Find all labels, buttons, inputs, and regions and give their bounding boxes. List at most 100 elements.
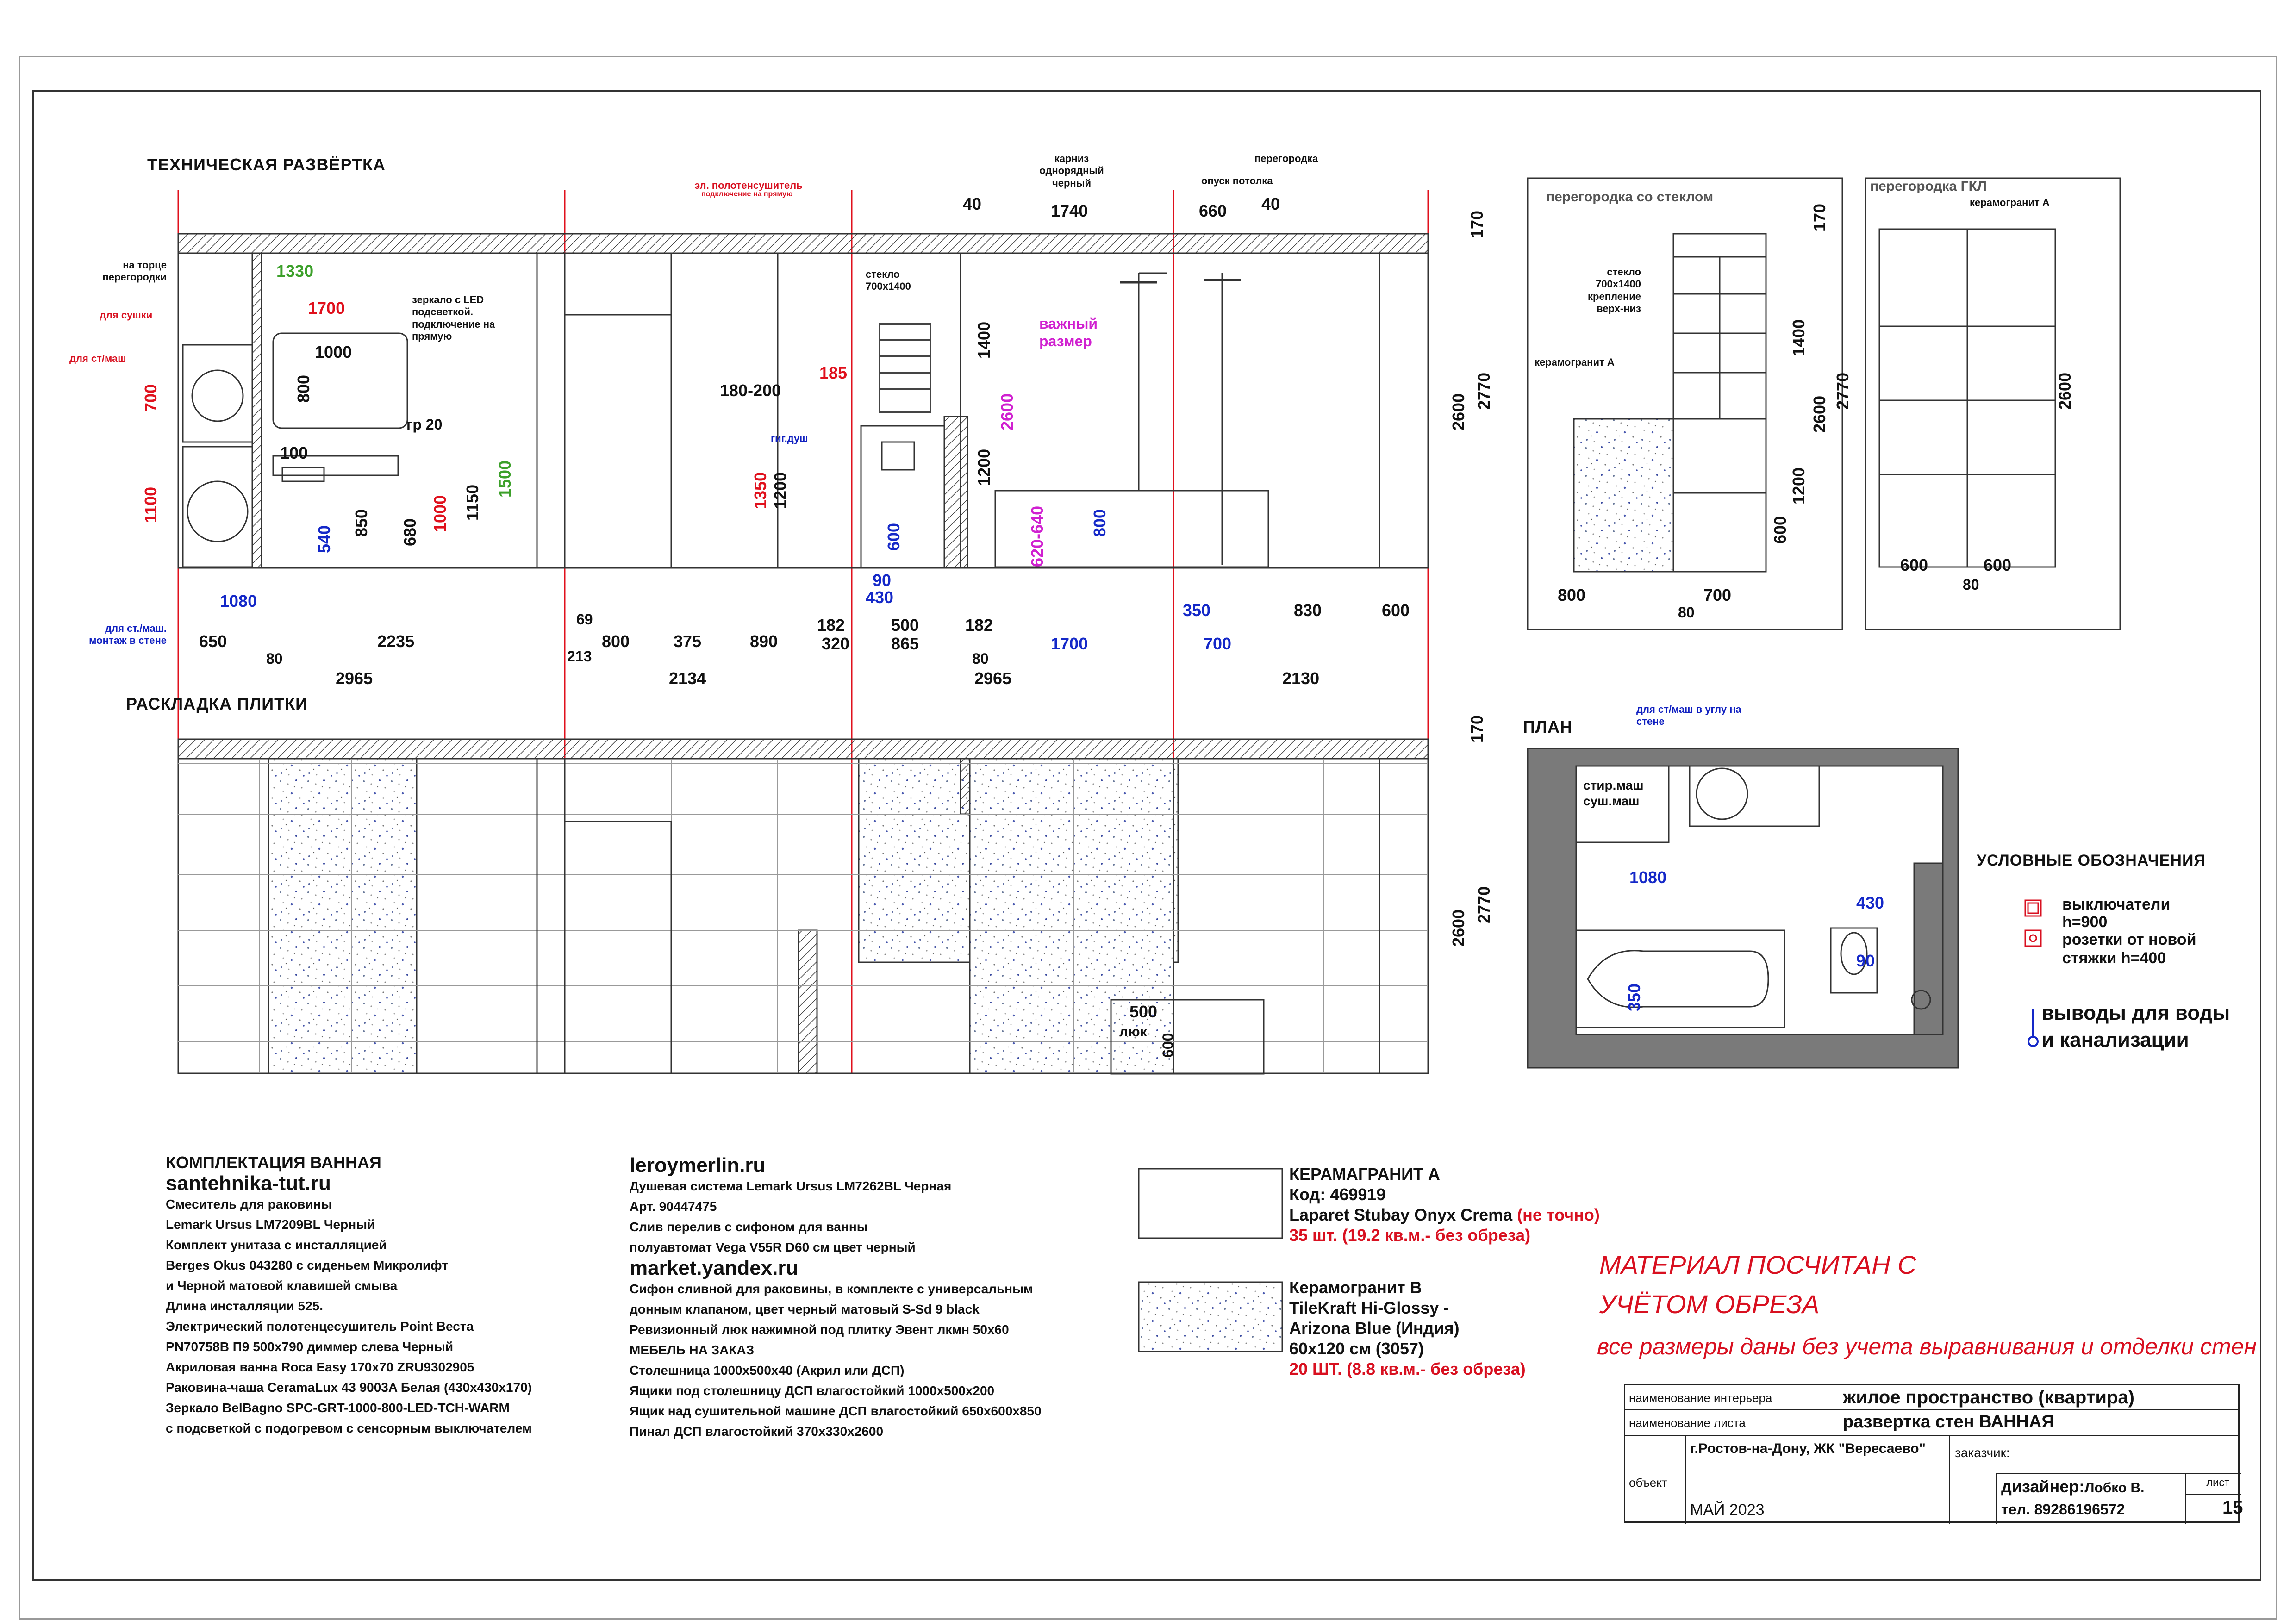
dim-1000: 1000 [315,343,352,361]
swatch-a [1138,1168,1283,1239]
dim-g1400: 1400 [1789,319,1808,356]
title-partition-glass: перегородка со стеклом [1546,189,1714,205]
title-tile: РАСКЛАДКА ПЛИТКИ [126,694,308,713]
label-keram-a: керамогранит А [1535,356,1615,368]
spec-mid-site2: market.yandex.ru [630,1257,799,1279]
label-lyuk: люк [1119,1024,1147,1040]
label-plan-stir: стир.маш суш.маш [1583,778,1644,808]
dim-600b: 600 [1382,601,1410,620]
title-legend: УСЛОВНЫЕ ОБОЗНАЧЕНИЯ [1977,852,2206,869]
dim-700b: 700 [1204,634,1232,653]
dim-t600: 600 [1160,1033,1176,1058]
partition-glass [1527,177,1843,630]
spec-left-line: Berges Okus 043280 с сиденьем Микролифт [166,1258,448,1272]
dim-1000b: 1000 [430,495,449,532]
spec-left-site: santehnika-tut.ru [166,1172,331,1195]
spec-mid-line: Арт. 90447475 [630,1199,717,1214]
dim-p1080: 1080 [1629,868,1667,887]
dim-500: 500 [891,616,919,635]
ceiling-hatch [177,233,1429,254]
dim-p90: 90 [1856,951,1875,970]
water-symbol [2028,1009,2039,1047]
mirror [272,332,408,429]
dim-350: 350 [1183,601,1211,620]
spec-left-line: Зеркало BelBagno SPC-GRT-1000-800-LED-TC… [166,1401,510,1415]
stamp-k-list: лист [2206,1477,2230,1489]
legend-switch: выключатели h=900 [2062,896,2171,931]
label-keram-a2: керамогранит А [1970,197,2050,208]
spec-mid-lines2: Сифон сливной для раковины, в комплекте … [630,1279,1042,1442]
dim-2600c: 2600 [1449,909,1468,947]
dim-185: 185 [819,363,848,382]
legend-symbols [2024,899,2042,947]
stamp-v-interior: жилое пространство (квартира) [1843,1387,2134,1408]
spec-left-line: и Черной матовой клавишей смыва [166,1278,398,1293]
note-1: МАТЕРИАЛ ПОСЧИТАН С [1599,1250,1916,1279]
stamp-k-interior: наименование интерьера [1629,1391,1772,1405]
wall-outline [177,252,1429,569]
spec-left-line: Электрический полотенцесушитель Point Ве… [166,1319,474,1333]
label-zerkalo: зеркало с LED подсветкой. подключение на… [412,294,495,343]
dim-2600: 2600 [998,393,1017,430]
spec-mid-line: Сифон сливной для раковины, в комплекте … [630,1282,1033,1296]
dim-1700: 1700 [308,299,345,318]
legend-socket: розетки от новой стяжки h=400 [2062,931,2196,967]
material-a: КЕРАМАГРАНИТ А Код: 469919 Laparet Stuba… [1289,1164,1600,1246]
spec-mid-line: Душевая система Lemark Ursus LM7262BL Че… [630,1179,952,1193]
spec-mid-line: донным клапаном, цвет черный матовый S-S… [630,1302,980,1316]
spec-mid-line: Ящики под столешницу ДСП влагостойкий 10… [630,1383,995,1398]
title-plan: ПЛАН [1523,717,1573,736]
dim-g600: 600 [1771,516,1790,544]
spec-mid-line: МЕБЕЛЬ НА ЗАКАЗ [630,1343,755,1357]
dim-865: 865 [891,634,919,653]
dim-k80: 80 [1963,576,1979,593]
dim-1200b: 1200 [974,449,993,486]
spec-mid-line: Пинал ДСП влагостойкий 370х330х2600 [630,1424,884,1439]
spec-mid-line: полуавтомат Vega V55R D60 см цвет черный [630,1240,916,1254]
dim-1740: 1740 [1051,201,1088,220]
dim-850: 850 [352,509,371,537]
dim-g80: 80 [1678,604,1695,621]
dim-800b: 800 [602,632,630,651]
label-vazhny: важный размер [1039,315,1098,350]
swatch-b [1138,1281,1283,1352]
spec-left-title: КОМПЛЕКТАЦИЯ ВАННАЯ [166,1153,381,1172]
stamp-k-designer: дизайнер: [2001,1477,2085,1496]
floor-plan [1527,748,1959,1069]
dim-2770: 2770 [1474,372,1493,410]
dim-2134: 2134 [669,669,706,688]
dim-2600b: 2600 [1449,393,1468,430]
dim-700: 700 [141,384,160,412]
spec-left-line: PN70758B П9 500x790 диммер слева Черный [166,1340,454,1354]
dim-1150: 1150 [463,484,482,521]
dim-69: 69 [576,611,593,628]
title-partition-gkl: перегородка ГКЛ [1870,179,1987,194]
material-a-qty: 35 шт. (19.2 кв.м.- без обреза) [1289,1226,1531,1245]
spec-mid-lines1: Душевая система Lemark Ursus LM7262BL Че… [630,1176,1042,1258]
dim-40b: 40 [1261,194,1280,213]
dim-g170: 170 [1810,203,1829,231]
dim-620-640: 620-640 [1028,505,1047,567]
dim-p430: 430 [1856,893,1884,912]
material-b-l1: TileKraft Hi-Glossy - [1289,1298,1449,1317]
dim-2235: 2235 [377,632,415,651]
dim-k2600: 2600 [2055,372,2074,410]
dim-80: 80 [266,650,283,667]
spec-mid-site1: leroymerlin.ru [630,1154,766,1177]
dim-2770b: 2770 [1474,886,1493,923]
dim-g800: 800 [1558,586,1586,604]
dim-k600b: 600 [1984,555,2012,574]
spec-left: КОМПЛЕКТАЦИЯ ВАННАЯ santehnika-tut.ru См… [166,1153,532,1439]
label-opusk: опуск потолка [1201,175,1273,187]
label-gig-dush: гиг.душ [771,433,808,444]
label-dlya-sushki: для сушки [100,309,153,321]
spec-left-line: Lemark Ursus LM7209BL Черный [166,1217,375,1232]
dim-180-200: 180-200 [720,381,781,400]
label-dlya-stmash: для ст/маш [69,353,126,364]
spec-mid-line: Столешница 1000х500х40 (Акрил или ДСП) [630,1363,905,1377]
dim-1100: 1100 [141,486,160,523]
stamp-v-object: г.Ростов-на-Дону, ЖК "Вересаево" [1690,1441,1926,1456]
dim-800c: 800 [1090,509,1109,537]
dim-1700b: 1700 [1051,634,1088,653]
